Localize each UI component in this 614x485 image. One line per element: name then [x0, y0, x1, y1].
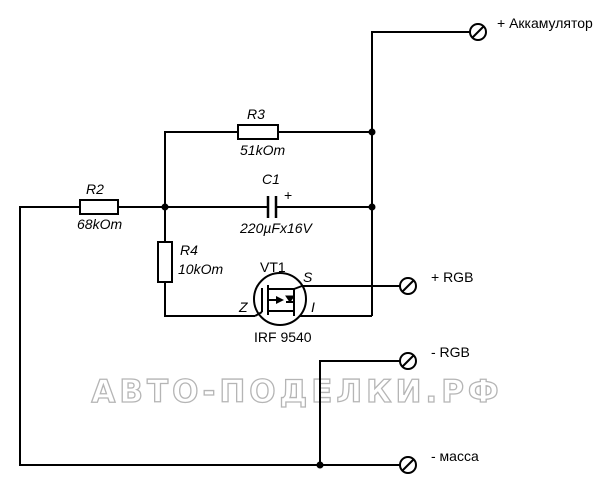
junction-dot	[316, 461, 324, 469]
wire-r2-ground	[19, 206, 320, 466]
watermark: АВТО-ПОДЕЛКИ.РФ	[91, 374, 502, 410]
label-vt1-ref: VT1	[260, 259, 286, 275]
label-ground: - масса	[431, 448, 479, 464]
junctions	[161, 128, 376, 469]
terminal-ground	[399, 456, 417, 474]
wire-rgb-minus	[319, 360, 400, 465]
wire-r4-gate	[164, 282, 255, 317]
terminal-rgb-minus	[399, 352, 417, 370]
label-vt1-pin-s: S	[303, 269, 313, 285]
label-vt1-pin-i: I	[311, 299, 315, 315]
label-r2-value: 68kOm	[77, 216, 122, 232]
label-vt1-pin-z: Z	[238, 299, 248, 315]
resistor-r3	[237, 124, 279, 140]
resistor-r2	[79, 199, 119, 215]
label-r2-ref: R2	[86, 181, 104, 197]
label-r3-value: 51kOm	[240, 142, 285, 158]
terminal-battery	[469, 23, 487, 41]
label-rgb-plus: + RGB	[431, 269, 473, 285]
body-diode	[285, 295, 295, 303]
mosfet-vt1	[253, 272, 307, 326]
label-c1-ref: C1	[262, 171, 280, 187]
junction-dot	[161, 203, 169, 211]
label-c1-polarity: +	[284, 187, 292, 203]
capacitor-c1	[266, 196, 278, 218]
terminal-rgb-plus	[399, 277, 417, 295]
label-r4-ref: R4	[180, 242, 198, 258]
resistor-r4	[157, 241, 173, 283]
label-c1-value: 220µFx16V	[239, 220, 314, 236]
label-r4-value: 10kOm	[178, 261, 223, 277]
junction-dot	[368, 128, 376, 136]
wires	[19, 31, 470, 466]
mosfet-arrow	[276, 296, 284, 304]
label-rgb-minus: - RGB	[431, 344, 470, 360]
junction-dot	[368, 203, 376, 211]
wire-battery	[371, 31, 470, 132]
wire-r3-left	[164, 131, 238, 207]
label-r3-ref: R3	[247, 106, 265, 122]
label-battery: + Аккамулятор	[497, 15, 593, 31]
label-vt1-part: IRF 9540	[254, 329, 312, 345]
